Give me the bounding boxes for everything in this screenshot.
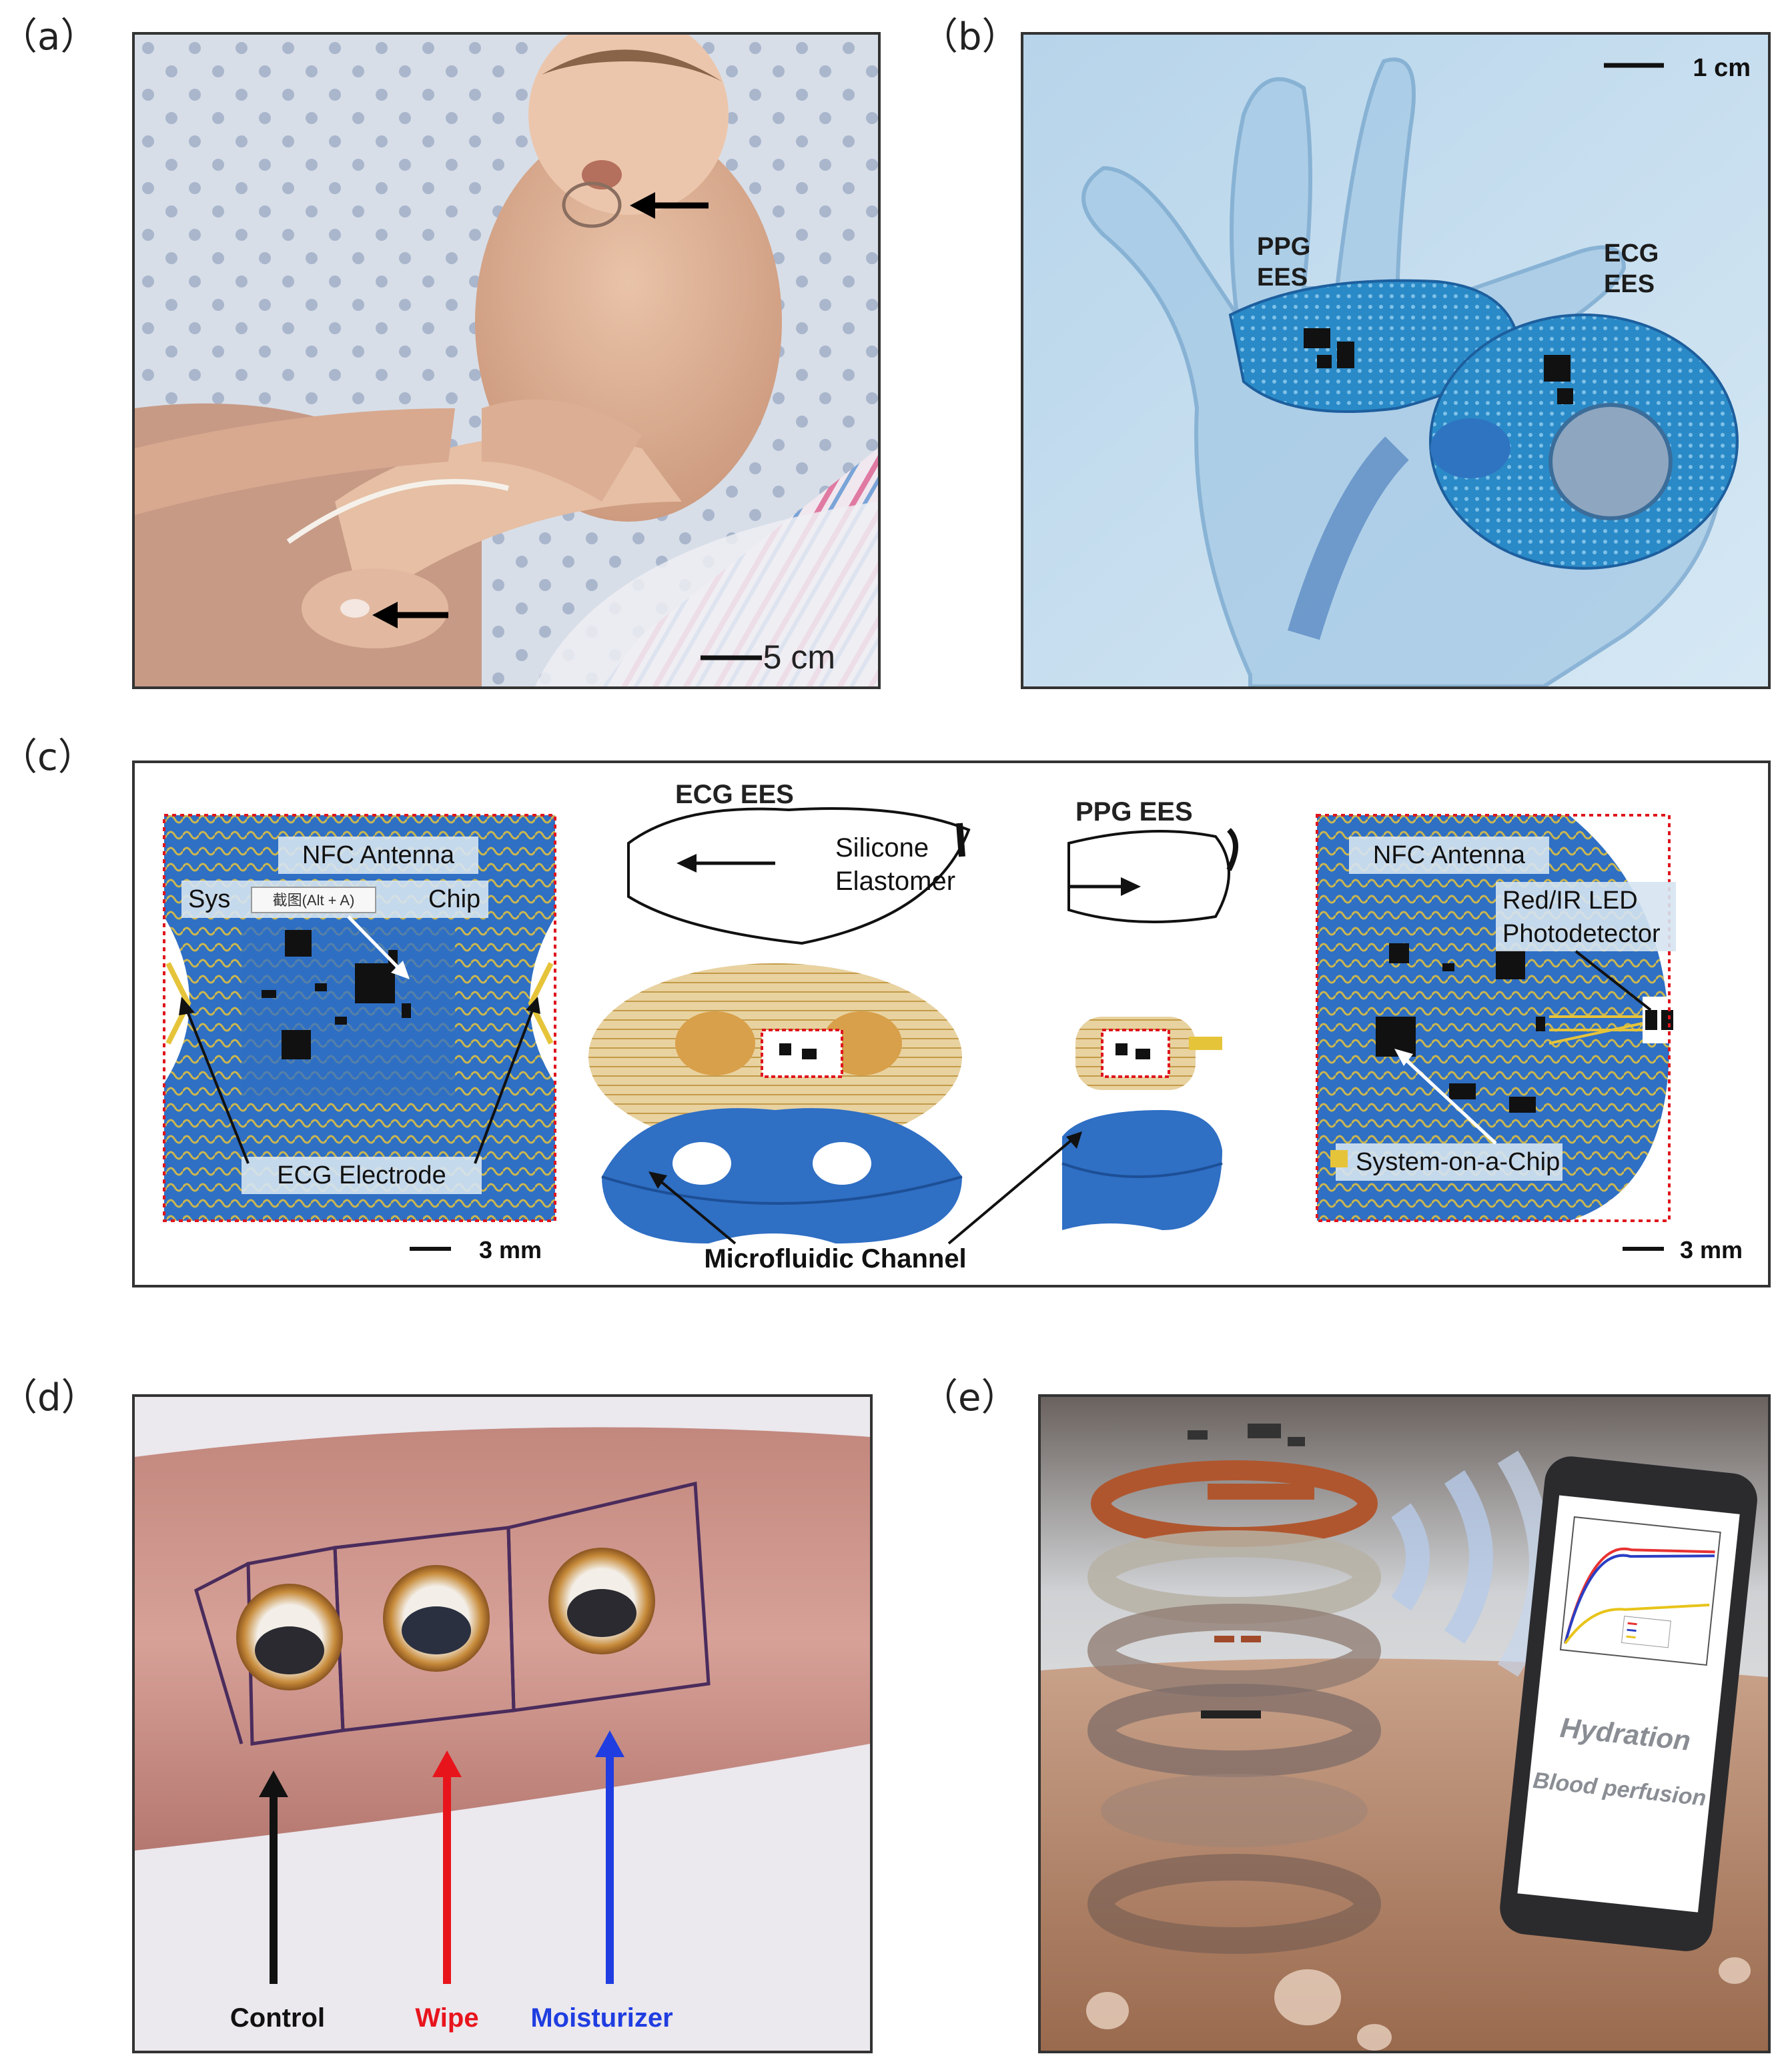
silicone-label-line1: Silicone <box>835 833 929 863</box>
soc-label-prefix: Sys <box>188 885 230 913</box>
infant-photo-illustration: 5 cm <box>135 35 878 686</box>
hand-phantom-illustration: PPG EES ECG EES 1 cm <box>1023 35 1768 686</box>
arrow-icon <box>372 602 448 628</box>
ppg-board-diagram: NFC Antenna Red/IR LED Photodetector Sys… <box>1316 814 1743 1263</box>
panel-label-b: （b） <box>921 15 1019 59</box>
ecg-ees-label-line2: EES <box>1604 270 1655 298</box>
foot-sensor <box>340 599 370 618</box>
arrow-icon <box>432 1750 462 1984</box>
panel-label-c: （c） <box>0 736 95 779</box>
soc-label-right: System-on-a-Chip <box>1356 1148 1560 1176</box>
panel-label-d: （d） <box>0 1376 99 1420</box>
nfc-antenna-label: NFC Antenna <box>302 841 455 869</box>
scale-bar-label: 1 cm <box>1693 54 1751 82</box>
arrow-icon <box>595 1730 624 1984</box>
scale-bar-label: 5 cm <box>763 638 835 676</box>
chest-sensor <box>562 181 622 228</box>
scale-bar-label-left: 3 mm <box>479 1236 542 1263</box>
panel-d-photo: Control Wipe Moisturizer <box>132 1394 873 2053</box>
moisturizer-label: Moisturizer <box>530 2003 673 2033</box>
device-schematic: NFC Antenna Sys Chip ECG Electrode 3 mm … <box>163 780 1743 1273</box>
panel-c-figure: NFC Antenna Sys Chip ECG Electrode 3 mm … <box>132 760 1771 1287</box>
phone-chart <box>1559 1516 1721 1666</box>
panel-a-photo: 5 cm <box>132 32 881 689</box>
exploded-ecg-ees: ECG EES Silicone Elastomer <box>588 780 971 1243</box>
wireless-device-illustration: Hydration Blood perfusion <box>1041 1397 1768 2051</box>
ppg-ees-label-line2: EES <box>1257 264 1308 292</box>
led-label-line2: Photodetector <box>1502 920 1661 948</box>
ecg-electrode-label: ECG Electrode <box>277 1161 446 1189</box>
nfc-antenna-label-right: NFC Antenna <box>1373 841 1526 869</box>
ecg-ees-title: ECG EES <box>675 780 794 809</box>
wipe-label: Wipe <box>415 2003 478 2033</box>
screenshot-tooltip: 截图(Alt + A) <box>251 887 376 913</box>
smartphone: Hydration Blood perfusion <box>1500 1456 1757 1951</box>
control-label: Control <box>230 2003 325 2033</box>
microfluidic-channel-label: Microfluidic Channel <box>704 1244 966 1273</box>
sensor-control <box>236 1584 343 1690</box>
panel-b-photo: PPG EES ECG EES 1 cm <box>1021 32 1771 689</box>
sensor-moisturizer <box>548 1548 655 1654</box>
panel-label-a: （a） <box>0 15 98 59</box>
panel-e-render: Hydration Blood perfusion <box>1038 1394 1771 2053</box>
ppg-ees-label-line1: PPG <box>1257 233 1310 261</box>
scale-bar-label-right: 3 mm <box>1680 1236 1743 1263</box>
arrow-icon <box>630 192 709 219</box>
panel-label-e: （e） <box>921 1376 1019 1420</box>
forearm-sensors-illustration: Control Wipe Moisturizer <box>135 1397 870 2051</box>
ppg-ees-title: PPG EES <box>1075 797 1193 827</box>
svg-text:截图(Alt + A): 截图(Alt + A) <box>273 892 355 909</box>
exploded-ppg-ees: PPG EES <box>1061 797 1238 1230</box>
led-label-line1: Red/IR LED <box>1502 887 1638 915</box>
arrow-icon <box>259 1770 288 1984</box>
sensor-wipe <box>383 1565 490 1672</box>
ecg-ees-label-line1: ECG <box>1604 239 1659 268</box>
ecg-board-diagram: NFC Antenna Sys Chip ECG Electrode 3 mm <box>163 814 556 1263</box>
soc-label-suffix: Chip <box>428 885 480 913</box>
silicone-label-line2: Elastomer <box>835 867 955 896</box>
